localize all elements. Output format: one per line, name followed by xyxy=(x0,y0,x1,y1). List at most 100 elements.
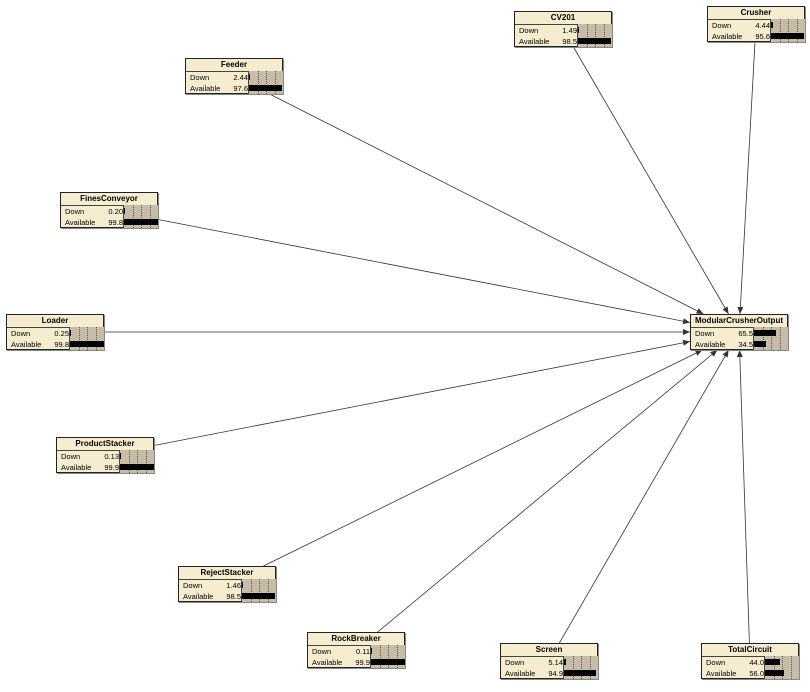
node-title: CV201 xyxy=(515,12,611,25)
node-title: TotalCircuit xyxy=(702,644,798,657)
probability-bars xyxy=(248,71,283,94)
state-label: Available xyxy=(312,658,343,667)
node-title: Crusher xyxy=(708,7,804,20)
state-value: 44.0 xyxy=(749,658,764,667)
probability-bar-available xyxy=(578,37,612,44)
bar-gridline xyxy=(259,579,260,602)
state-value: 99.8 xyxy=(54,340,69,349)
bar-gridline xyxy=(586,24,588,47)
bar-gridline xyxy=(379,645,381,668)
state-label: Down xyxy=(61,452,81,461)
state-label: Down xyxy=(65,207,85,216)
edge-feeder-to-modular-crusher-output xyxy=(269,93,704,315)
bar-gridline xyxy=(128,450,130,473)
state-row-down: Down 0.20 xyxy=(61,206,157,217)
bar-gridline xyxy=(790,656,792,679)
edge-screen-to-modular-crusher-output xyxy=(559,349,729,644)
bar-gridline xyxy=(141,205,142,228)
edge-reject-stacker-to-modular-crusher-output xyxy=(263,349,703,567)
bar-gridline xyxy=(250,579,252,602)
probability-bar-down xyxy=(771,21,773,28)
bar-gridline xyxy=(773,656,775,679)
bar-gridline xyxy=(132,205,134,228)
state-value: 99.9 xyxy=(355,658,370,667)
node-title: RockBreaker xyxy=(308,633,404,646)
state-value: 56.0 xyxy=(749,669,764,678)
bar-gridline xyxy=(87,327,88,350)
edge-cv201-to-modular-crusher-output xyxy=(573,46,729,315)
probability-bars xyxy=(119,450,154,473)
state-label: Available xyxy=(695,340,726,349)
probability-bar-down xyxy=(242,581,243,588)
probability-bar-available xyxy=(765,669,785,676)
state-label: Down xyxy=(695,329,715,338)
probability-bar-available xyxy=(120,463,154,470)
bar-gridline xyxy=(257,71,259,94)
state-value: 0.25 xyxy=(54,329,69,338)
state-value: 98.5 xyxy=(562,37,577,46)
probability-bars xyxy=(770,19,805,42)
state-label: Available xyxy=(183,592,214,601)
bar-gridline xyxy=(145,450,147,473)
bar-gridline xyxy=(603,24,605,47)
state-value: 0.11 xyxy=(355,647,370,656)
state-label: Down xyxy=(505,658,525,667)
edge-total-circuit-to-modular-crusher-output xyxy=(736,349,750,644)
probability-bar-down xyxy=(578,26,579,33)
state-label: Available xyxy=(65,218,96,227)
edge-crusher-to-modular-crusher-output xyxy=(737,41,756,315)
state-label: Available xyxy=(61,463,92,472)
state-label: Available xyxy=(505,669,536,678)
probability-bar-down xyxy=(249,73,250,80)
bar-gridline xyxy=(78,327,80,350)
bar-gridline xyxy=(779,327,781,350)
state-value: 5.14 xyxy=(548,658,563,667)
node-title: Screen xyxy=(501,644,597,657)
probability-bar-down xyxy=(371,647,372,654)
probability-bar-available xyxy=(754,340,766,347)
bar-gridline xyxy=(388,645,389,668)
state-value: 34.5 xyxy=(738,340,753,349)
edge-product-stacker-to-modular-crusher-output xyxy=(153,339,691,446)
edge-fines-conveyor-to-modular-crusher-output xyxy=(157,219,691,325)
state-label: Available xyxy=(11,340,42,349)
node-title: Loader xyxy=(7,315,103,328)
probability-bar-available xyxy=(242,592,276,599)
probability-bars xyxy=(123,205,158,228)
probability-bar-down xyxy=(754,329,777,336)
probability-bars xyxy=(753,327,788,350)
probability-bar-down xyxy=(564,658,566,665)
state-row-available: Available 99.9 xyxy=(308,657,404,668)
bar-gridline xyxy=(95,327,97,350)
state-value: 0.20 xyxy=(108,207,123,216)
state-value: 99.8 xyxy=(108,218,123,227)
bar-gridline xyxy=(266,71,267,94)
probability-bar-down xyxy=(765,658,780,665)
bar-gridline xyxy=(267,579,269,602)
bar-gridline xyxy=(572,656,574,679)
state-label: Down xyxy=(183,581,203,590)
probability-bar-down xyxy=(70,329,71,336)
bar-gridline xyxy=(779,19,781,42)
